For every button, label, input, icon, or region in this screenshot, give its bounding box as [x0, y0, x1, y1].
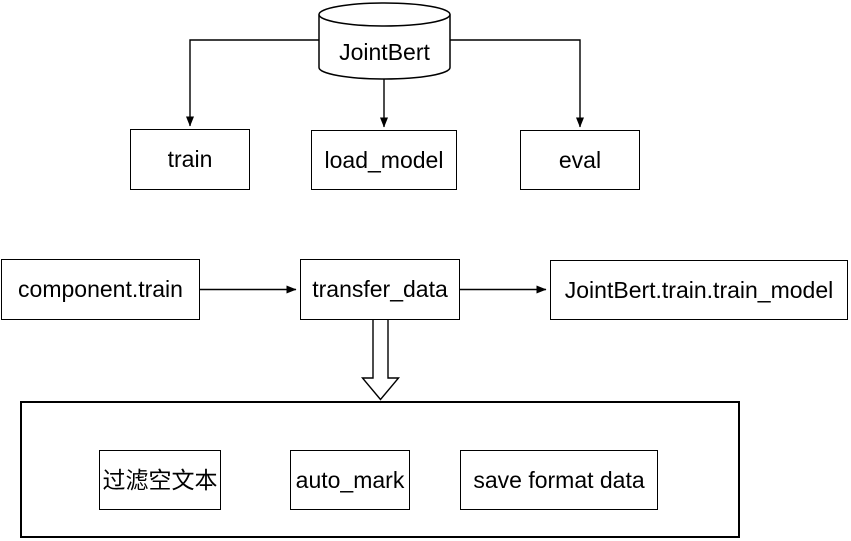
arrow-jointbert-to-eval [450, 39, 584, 128]
block-arrow-transfer-data-to-subflow [361, 318, 400, 401]
eval-node: eval [520, 130, 640, 190]
jointbert-train-train-model-node: JointBert.train.train_model [550, 260, 848, 320]
database-cylinder-top [318, 2, 451, 27]
database-node-label: JointBert [339, 39, 430, 65]
arrow-jointbert-to-train [186, 39, 319, 127]
save-format-data-node: save format data [460, 450, 658, 510]
load-model-node: load_model [311, 130, 457, 190]
filter-empty-text-node: 过滤空文本 [99, 450, 221, 510]
database-cylinder-body [318, 14, 451, 80]
auto-mark-node: auto_mark [290, 450, 410, 510]
component-train-node: component.train [1, 259, 200, 320]
transfer-data-node: transfer_data [300, 259, 460, 320]
train-node: train [130, 129, 250, 190]
